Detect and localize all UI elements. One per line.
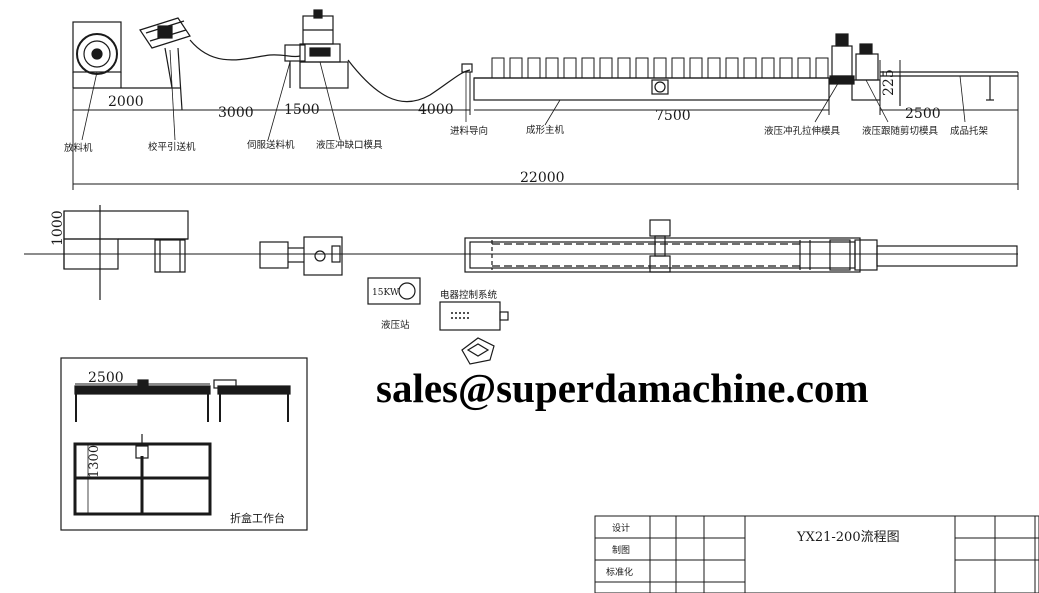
inset-labels: 2500 1300 折盒工作台 <box>87 370 285 525</box>
inset-dim-width: 2500 <box>88 370 124 386</box>
runout-table <box>880 71 1018 106</box>
motor-power-label: 15KW <box>372 288 400 298</box>
dim-loop: 4000 <box>418 102 454 118</box>
punch-die <box>829 33 855 85</box>
strip-loop-1 <box>189 39 301 61</box>
dim-leveler: 3000 <box>218 105 254 121</box>
dim-total: 22000 <box>520 170 565 186</box>
hydraulic-station-label: 液压站 <box>381 319 410 331</box>
inset-title: 折盒工作台 <box>230 511 285 525</box>
inset-frame <box>60 357 308 531</box>
label-runout-table: 成品托架 <box>950 125 989 137</box>
plan-view <box>24 205 1018 300</box>
top-view-dimensions: 2000 3000 1500 4000 7500 225 2500 22000 <box>108 69 941 186</box>
drawing-title: YX21-200流程图 <box>796 530 900 545</box>
label-roll-former: 成形主机 <box>526 124 565 136</box>
control-panel-dots <box>451 312 469 319</box>
dim-runout: 2500 <box>905 106 941 122</box>
top-dim-lines <box>72 60 1019 190</box>
title-row-standard: 标准化 <box>606 566 633 578</box>
label-feed-guide: 进料导向 <box>450 125 488 137</box>
operator-console <box>461 337 495 365</box>
hydraulic-station-box <box>367 277 421 305</box>
leader-lines <box>81 49 966 141</box>
title-row-drafting: 制图 <box>612 544 630 556</box>
label-punch-die: 液压冲孔拉伸模具 <box>764 125 841 137</box>
strip-loop-2 <box>347 59 471 103</box>
dim-height: 225 <box>881 69 897 96</box>
watermark-email: sales@superdamachine.com <box>376 365 869 411</box>
label-shear-die: 液压跟随剪切模具 <box>862 125 939 137</box>
motor-symbol <box>398 282 416 300</box>
title-block <box>594 515 1039 593</box>
label-leveler: 校平引送机 <box>148 141 196 153</box>
servo-feeder <box>284 44 306 88</box>
plan-view-labels: 1000 15KW 液压站 电器控制系统 <box>50 210 498 331</box>
shear-die <box>851 43 881 101</box>
inset-dim-height: 1300 <box>87 445 102 478</box>
dim-feeder: 1500 <box>284 102 320 118</box>
roll-former <box>473 57 830 101</box>
label-decoiler: 放料机 <box>64 142 93 154</box>
title-block-labels: 设计 制图 标准化 <box>606 522 633 578</box>
dim-roll-former: 7500 <box>655 108 691 124</box>
leveler <box>139 17 191 111</box>
feed-guide <box>461 63 473 73</box>
title-row-design: 设计 <box>612 522 630 534</box>
dim-decoiler: 2000 <box>108 94 144 110</box>
dim-plan-width: 1000 <box>50 210 66 246</box>
control-cabinet-box <box>439 301 501 331</box>
electric-control-label: 电器控制系统 <box>440 289 498 301</box>
label-servo-feeder: 伺服送料机 <box>247 139 295 151</box>
station-labels: 放料机 校平引送机 伺服送料机 液压冲缺口模具 进料导向 成形主机 液压冲孔拉伸… <box>64 124 989 154</box>
label-notch-press: 液压冲缺口模具 <box>316 139 383 151</box>
